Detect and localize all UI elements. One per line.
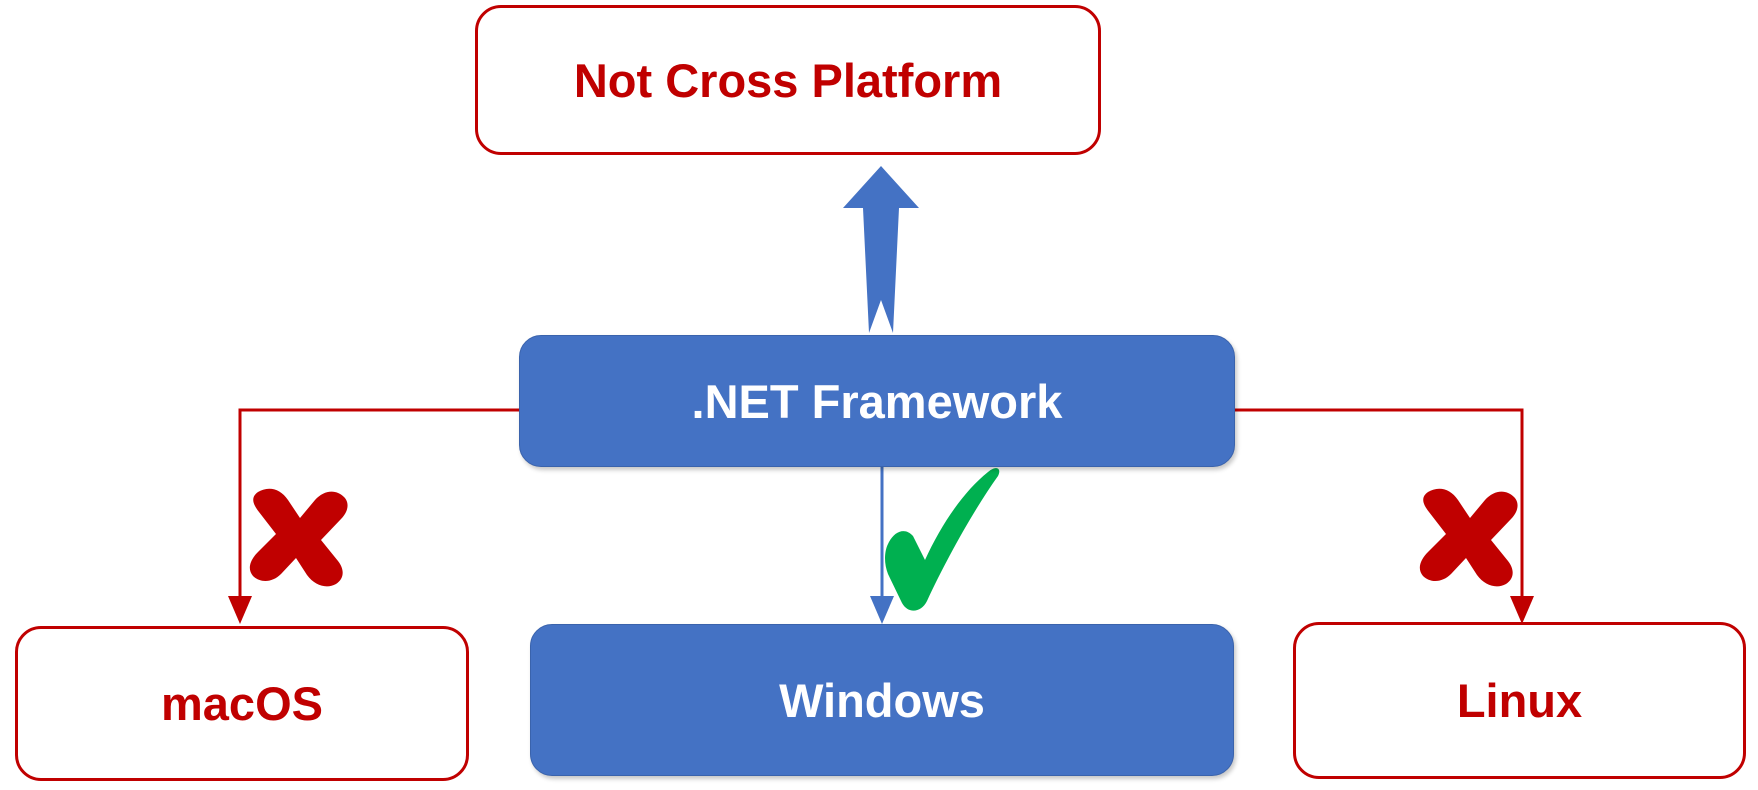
node-linux[interactable]: Linux <box>1293 622 1746 779</box>
cross-left-icon <box>249 488 348 587</box>
node-not-cross-platform-label: Not Cross Platform <box>573 53 1003 107</box>
connector-dotnet-to-linux <box>1235 408 1534 624</box>
node-macos-label: macOS <box>161 677 323 730</box>
node-macos[interactable]: macOS <box>15 626 469 781</box>
node-linux-label: Linux <box>1456 674 1583 727</box>
node-dotnet-framework[interactable]: .NET Framework <box>519 335 1235 467</box>
connector-dotnet-to-macos <box>228 408 519 624</box>
check-center-icon <box>885 468 1000 611</box>
connector-dotnet-to-not-cross-platform <box>843 166 919 333</box>
node-dotnet-framework-label: .NET Framework <box>691 374 1063 428</box>
cross-right-icon <box>1419 488 1518 587</box>
node-windows-label: Windows <box>779 673 985 727</box>
node-not-cross-platform[interactable]: Not Cross Platform <box>475 5 1101 155</box>
node-windows[interactable]: Windows <box>530 624 1234 776</box>
connector-dotnet-to-windows <box>870 467 894 624</box>
